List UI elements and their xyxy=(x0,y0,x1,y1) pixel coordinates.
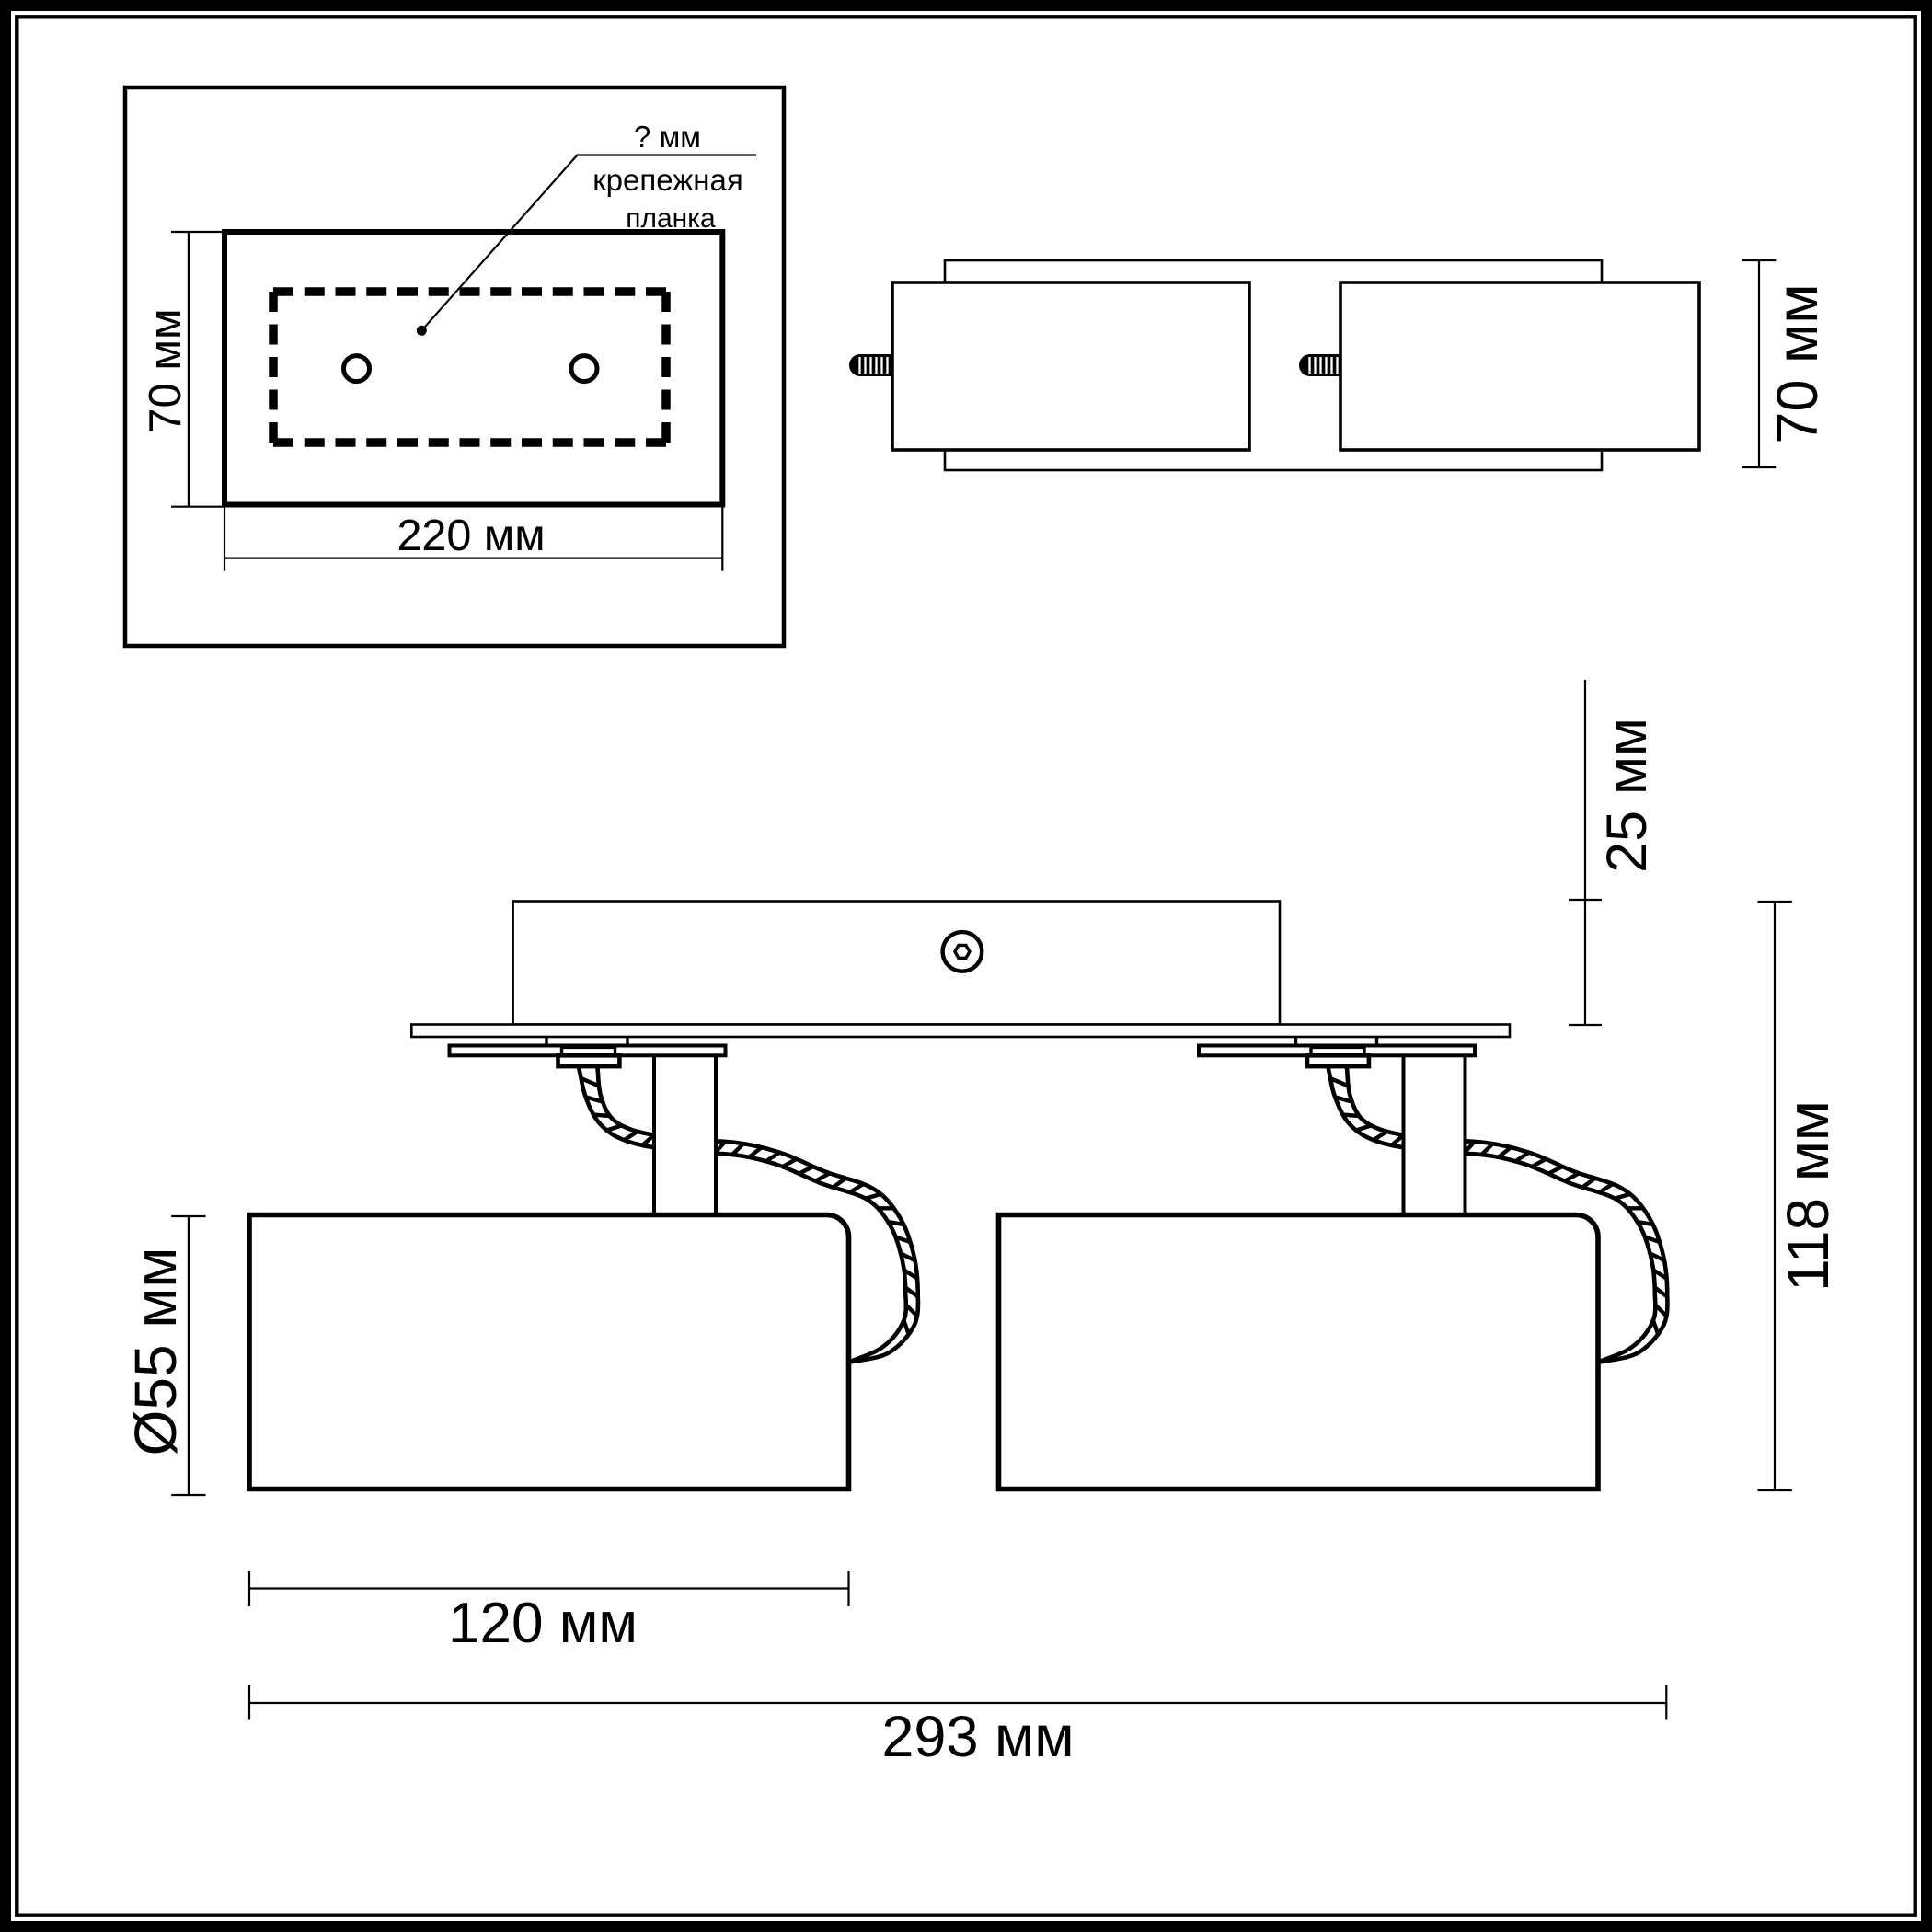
svg-text:120 мм: 120 мм xyxy=(448,1592,638,1655)
svg-text:293 мм: 293 мм xyxy=(881,1705,1074,1769)
svg-text:70 мм: 70 мм xyxy=(141,308,190,433)
svg-text:70 мм: 70 мм xyxy=(1765,283,1830,443)
svg-text:220 мм: 220 мм xyxy=(397,511,545,560)
svg-text:? мм: ? мм xyxy=(634,120,701,154)
svg-text:25 мм: 25 мм xyxy=(1595,718,1658,873)
svg-text:планка: планка xyxy=(626,203,716,234)
svg-text:Ø55 мм: Ø55 мм xyxy=(122,1248,189,1456)
svg-text:118 мм: 118 мм xyxy=(1775,1100,1841,1292)
svg-text:крепежная: крепежная xyxy=(592,163,743,197)
